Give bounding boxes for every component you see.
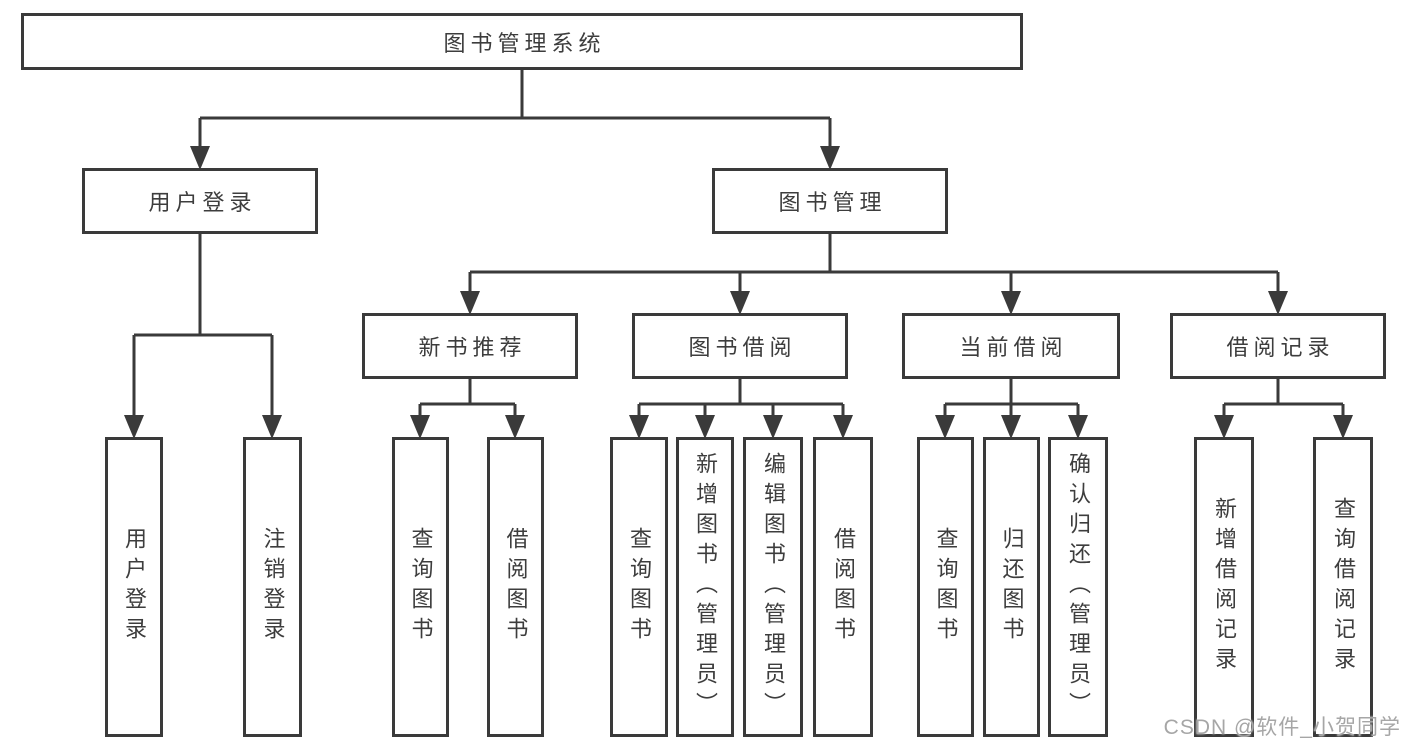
leaf-return-books: 归还图书 (983, 437, 1040, 737)
leaf-label: 新增借阅记录 (1212, 497, 1237, 677)
leaf-label: 编辑图书（管理员） (761, 452, 786, 722)
arrowhead-icon (629, 415, 649, 439)
arrowhead-icon (1214, 415, 1234, 439)
leaf-add-books-admin: 新增图书（管理员） (676, 437, 734, 737)
leaf-label: 查询图书 (408, 527, 434, 647)
node-book-management: 图书管理 (712, 168, 948, 234)
leaf-query-books-2: 查询图书 (610, 437, 668, 737)
node-label: 图书管理系统 (443, 30, 606, 56)
node-current-borrowing: 当前借阅 (902, 313, 1120, 379)
arrowhead-icon (730, 291, 750, 315)
arrowhead-icon (410, 415, 430, 439)
leaf-label: 借阅图书 (831, 527, 856, 647)
csdn-watermark: CSDN @软件_小贺同学 (1163, 716, 1401, 739)
leaf-label: 查询图书 (627, 527, 652, 647)
leaf-query-borrow-record: 查询借阅记录 (1313, 437, 1373, 737)
leaf-label: 查询借阅记录 (1331, 497, 1356, 677)
leaf-label: 新增图书（管理员） (693, 452, 718, 722)
node-borrowing-records: 借阅记录 (1170, 313, 1386, 379)
leaf-logout: 注销登录 (243, 437, 302, 737)
node-label: 用户登录 (148, 190, 257, 215)
leaf-label: 借阅图书 (503, 527, 529, 647)
leaf-query-books-1: 查询图书 (392, 437, 449, 737)
arrowhead-icon (505, 415, 525, 439)
leaf-confirm-return-admin: 确认归还（管理员） (1048, 437, 1108, 737)
leaf-query-books-3: 查询图书 (917, 437, 974, 737)
leaf-label: 归还图书 (999, 527, 1025, 647)
leaf-add-borrow-record: 新增借阅记录 (1194, 437, 1254, 737)
node-library-management-system: 图书管理系统 (21, 13, 1023, 70)
arrowhead-icon (1268, 291, 1288, 315)
arrowhead-icon (1001, 291, 1021, 315)
node-label: 借阅记录 (1226, 335, 1335, 360)
node-label: 图书借阅 (688, 335, 797, 360)
node-book-borrowing: 图书借阅 (632, 313, 848, 379)
arrowhead-icons (124, 146, 1353, 439)
arrowhead-icon (695, 415, 715, 439)
leaf-edit-books-admin: 编辑图书（管理员） (743, 437, 803, 737)
node-label: 当前借阅 (959, 335, 1068, 360)
node-label: 新书推荐 (418, 335, 527, 360)
arrowhead-icon (833, 415, 853, 439)
arrowhead-icon (262, 415, 282, 439)
node-label: 图书管理 (778, 190, 887, 215)
arrowhead-icon (1001, 415, 1021, 439)
leaf-label: 查询图书 (933, 527, 959, 647)
leaf-label: 用户登录 (122, 527, 147, 647)
arrowhead-icon (460, 291, 480, 315)
node-user-login: 用户登录 (82, 168, 318, 234)
node-new-book-recommend: 新书推荐 (362, 313, 578, 379)
arrowhead-icon (190, 146, 210, 170)
leaf-label: 注销登录 (260, 527, 286, 647)
arrowhead-icon (124, 415, 144, 439)
arrowhead-icon (935, 415, 955, 439)
leaf-borrow-books-2: 借阅图书 (813, 437, 873, 737)
arrowhead-icon (1068, 415, 1088, 439)
leaf-borrow-books-1: 借阅图书 (487, 437, 544, 737)
arrowhead-icon (763, 415, 783, 439)
leaf-user-login: 用户登录 (105, 437, 163, 737)
arrowhead-icon (1333, 415, 1353, 439)
arrowhead-icon (820, 146, 840, 170)
leaf-label: 确认归还（管理员） (1066, 452, 1091, 722)
